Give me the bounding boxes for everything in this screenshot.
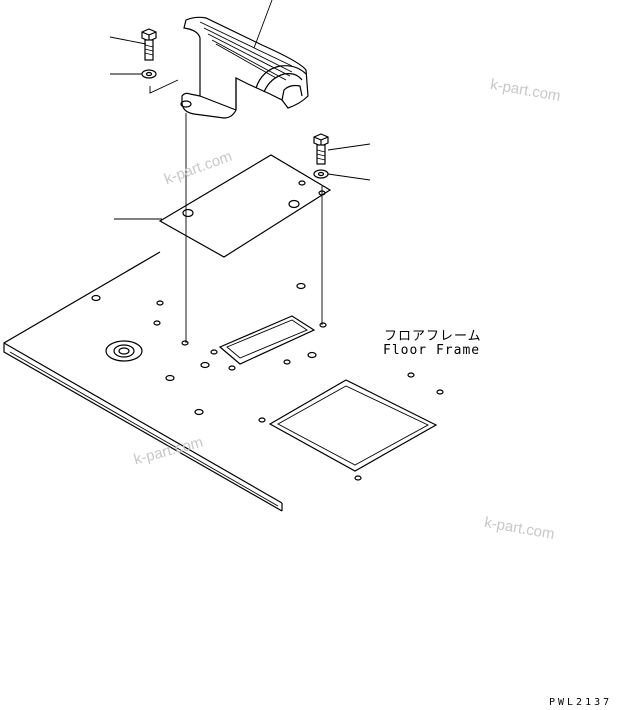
small-opening [218,315,316,365]
leader-lines [109,0,371,220]
armrest-handle [180,16,309,119]
assembly-line-left [149,79,179,94]
washer-left [141,69,157,79]
floor-frame-plate [3,251,444,512]
floor-frame-label-jp: フロアフレーム [384,329,482,344]
drawing-code: PWL2137 [549,697,613,708]
bolt-right [313,133,329,165]
washer-right [313,169,329,179]
plate-holes [91,282,444,481]
large-opening [268,379,438,472]
floor-frame-label-en: Floor Frame [383,343,481,358]
bolt-left [141,28,157,61]
